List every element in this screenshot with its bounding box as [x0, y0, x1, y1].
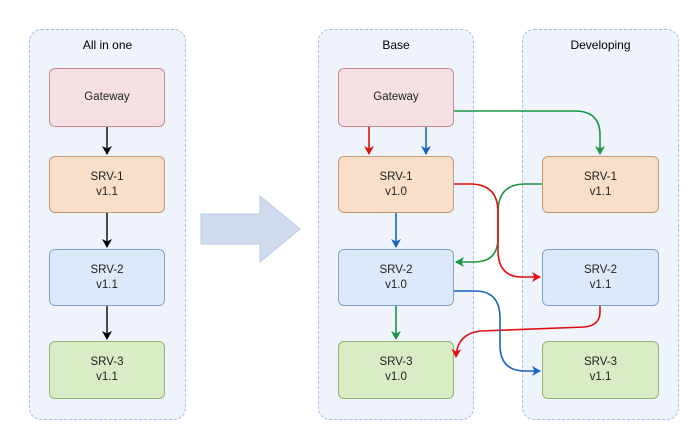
srv2-version: v1.1: [589, 278, 612, 291]
srv1-name: SRV-1: [583, 170, 618, 183]
gateway-node-base: Gateway: [338, 68, 454, 127]
gateway-label: Gateway: [373, 91, 419, 104]
srv3-node-base: SRV-3 v1.0: [338, 341, 454, 399]
gateway-node-all-in-one: Gateway: [49, 68, 165, 127]
srv3-version: v1.1: [96, 371, 118, 383]
arrow-red-base-srv1-dev-srv2: [454, 183, 541, 282]
arrow-red-dev-srv2-base-srv3: [451, 306, 601, 358]
srv2-name: SRV-2: [583, 263, 618, 276]
arrow-blue-base-srv2-dev-srv3: [454, 290, 541, 376]
srv1-name: SRV-1: [90, 170, 124, 183]
srv3-version: v1.1: [589, 371, 612, 383]
srv1-version: v1.1: [96, 185, 118, 198]
srv3-version: v1.0: [385, 371, 407, 383]
srv2-name: SRV-2: [90, 263, 124, 276]
arrow-green-dev-srv1-base-srv2: [455, 183, 542, 267]
srv2-node-all-in-one: SRV-2 v1.1: [49, 249, 165, 306]
group-title-base: Base: [382, 38, 410, 52]
srv1-version: v1.0: [385, 185, 407, 198]
srv2-node-developing: SRV-2 v1.1: [542, 249, 659, 306]
srv1-name: SRV-1: [379, 170, 413, 183]
srv2-version: v1.1: [96, 278, 118, 291]
srv3-node-all-in-one: SRV-3 v1.1: [49, 341, 165, 399]
srv2-version: v1.0: [385, 278, 407, 291]
srv3-name: SRV-3: [379, 356, 413, 369]
group-title-all-in-one: All in one: [82, 38, 133, 52]
srv1-version: v1.1: [589, 185, 612, 198]
srv3-name: SRV-3: [583, 356, 618, 369]
srv1-node-all-in-one: SRV-1 v1.1: [49, 156, 165, 213]
arrow-green-gateway-dev-srv1: [454, 110, 605, 155]
gateway-label: Gateway: [84, 91, 130, 104]
srv2-node-base: SRV-2 v1.0: [338, 249, 454, 306]
srv2-name: SRV-2: [379, 263, 413, 276]
group-title-developing: Developing: [570, 38, 631, 52]
srv3-node-developing: SRV-3 v1.1: [542, 341, 659, 399]
srv3-name: SRV-3: [90, 356, 124, 369]
srv1-node-developing: SRV-1 v1.1: [542, 156, 659, 213]
srv1-node-base: SRV-1 v1.0: [338, 156, 454, 213]
